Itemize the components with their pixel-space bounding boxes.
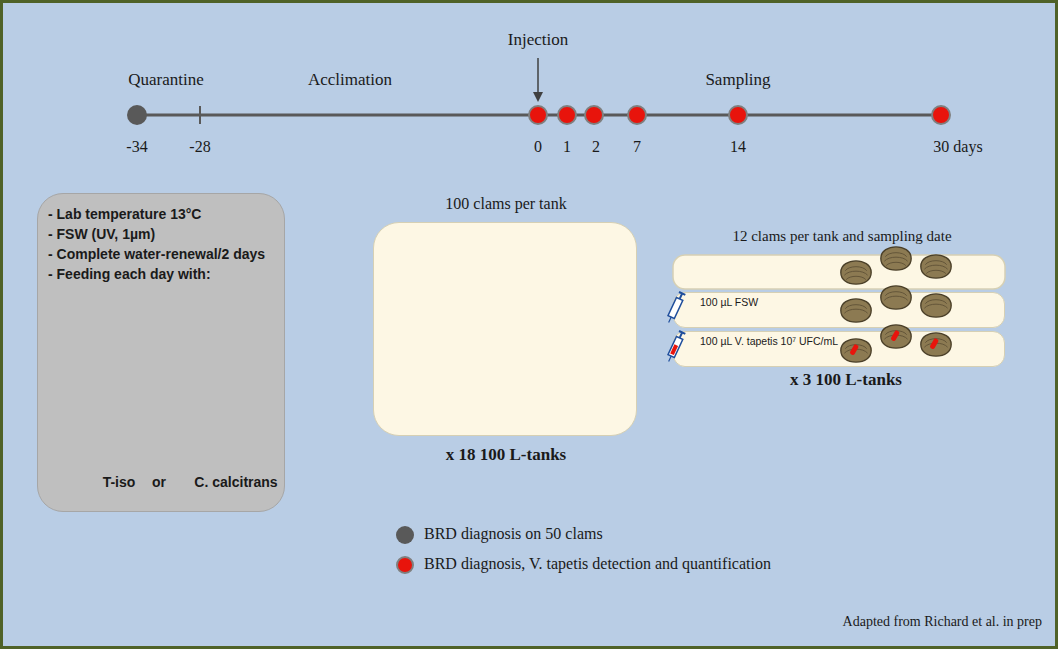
tank-label: 12 clams per tank and sampling date	[732, 228, 951, 245]
control-tank: 100 µL FSW	[673, 292, 1005, 328]
legend-text: BRD diagnosis, V. tapetis detection and …	[424, 555, 771, 573]
node-text: - FSW (UV, 1µm)	[48, 224, 274, 244]
conditions-box: - Lab temperature 13°C- FSW (UV, 1µm)- C…	[37, 193, 285, 512]
holding-tank: 100 clams per tankx 18 100 L-tanks	[373, 222, 637, 436]
day-number: 2	[592, 138, 600, 156]
legend-text: BRD diagnosis on 50 clams	[424, 525, 603, 543]
node-text: T-iso	[94, 474, 144, 490]
phase-label: Quarantine	[128, 70, 204, 90]
legend-dot	[396, 526, 414, 544]
day-number: 1	[563, 138, 571, 156]
node-text: 100 µL FSW	[700, 296, 762, 309]
day-number: -34	[126, 138, 147, 156]
node-text: x 18 100 L-tanks	[374, 445, 638, 465]
node-text: - Feeding each day with:	[48, 264, 274, 284]
phase-label: Injection	[508, 30, 568, 50]
node-text: or	[144, 474, 174, 490]
tank-label: x 3 100 L-tanks	[790, 370, 902, 390]
node-text: - Lab temperature 13°C	[48, 204, 274, 224]
day-number: -28	[189, 138, 210, 156]
node-text: - Complete water-renewal/2 days	[48, 244, 274, 264]
day-number: 0	[534, 138, 542, 156]
infected-tank: 100 µL V. tapetis 10⁷ UFC/mL	[673, 331, 1005, 367]
source-note: Adapted from Richard et al. in prep	[843, 614, 1042, 630]
text-column: - Lab temperature 13°C- FSW (UV, 1µm)- C…	[48, 204, 274, 284]
node-text: C. calcitrans	[188, 474, 284, 490]
legend-dot	[396, 556, 414, 574]
day-number: 14	[730, 138, 746, 156]
day-number: 7	[633, 138, 641, 156]
node-text: 100 µL V. tapetis 10⁷ UFC/mL	[700, 335, 840, 348]
phase-label: Acclimation	[308, 70, 392, 90]
node-text: 100 clams per tank	[374, 195, 638, 213]
day-number: 30 days	[933, 138, 982, 156]
phase-label: Sampling	[705, 70, 770, 90]
